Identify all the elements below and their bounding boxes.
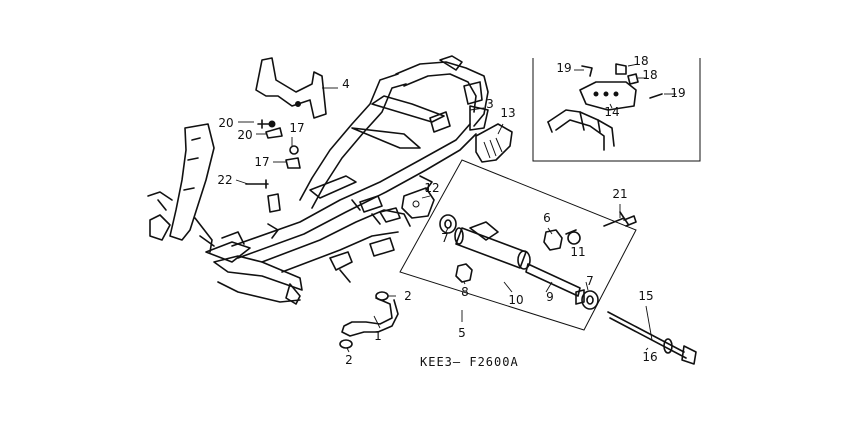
callout-c11: 11	[570, 245, 585, 259]
part-13-plate	[475, 123, 513, 163]
callout-c18b: 18	[642, 68, 657, 82]
callout-c17a: 17	[289, 121, 304, 135]
callout-c19a: 19	[556, 61, 571, 75]
leader-lines	[235, 63, 676, 353]
inset-box	[532, 58, 701, 162]
callout-c20a: 20	[218, 116, 233, 130]
callout-c7a: 7	[441, 231, 449, 245]
callout-c22: 22	[217, 173, 232, 187]
callout-c14: 14	[604, 105, 619, 119]
callout-c3: 3	[486, 97, 494, 111]
callout-c1: 1	[374, 329, 382, 343]
callout-c16: 16	[642, 350, 657, 364]
inset-parts	[547, 63, 663, 151]
callout-c20b: 20	[237, 128, 252, 142]
callout-c9: 9	[546, 290, 554, 304]
callout-c18a: 18	[633, 54, 648, 68]
callout-c5: 5	[458, 326, 466, 340]
frame-body	[147, 55, 489, 305]
callout-c10: 10	[508, 293, 523, 307]
engine-hanger-assembly	[399, 159, 637, 331]
hose-assembly	[339, 291, 399, 349]
part-21-bolt	[603, 211, 637, 227]
callout-c21: 21	[612, 187, 627, 201]
callout-c7b: 7	[586, 274, 594, 288]
callout-c13: 13	[500, 106, 515, 120]
fasteners-left	[245, 119, 301, 213]
callout-c2a: 2	[404, 289, 412, 303]
diagram-code: KEE3— F2600A	[420, 355, 519, 369]
callout-c17b: 17	[254, 155, 269, 169]
callout-c6: 6	[543, 211, 551, 225]
part-12-plate	[401, 187, 435, 219]
callout-c12: 12	[424, 181, 439, 195]
callout-c19b: 19	[670, 86, 685, 100]
part-4-bracket	[255, 57, 327, 119]
callout-c15: 15	[638, 289, 653, 303]
callout-c2b: 2	[345, 353, 353, 367]
callout-c8: 8	[461, 285, 469, 299]
callout-c4: 4	[342, 77, 350, 91]
